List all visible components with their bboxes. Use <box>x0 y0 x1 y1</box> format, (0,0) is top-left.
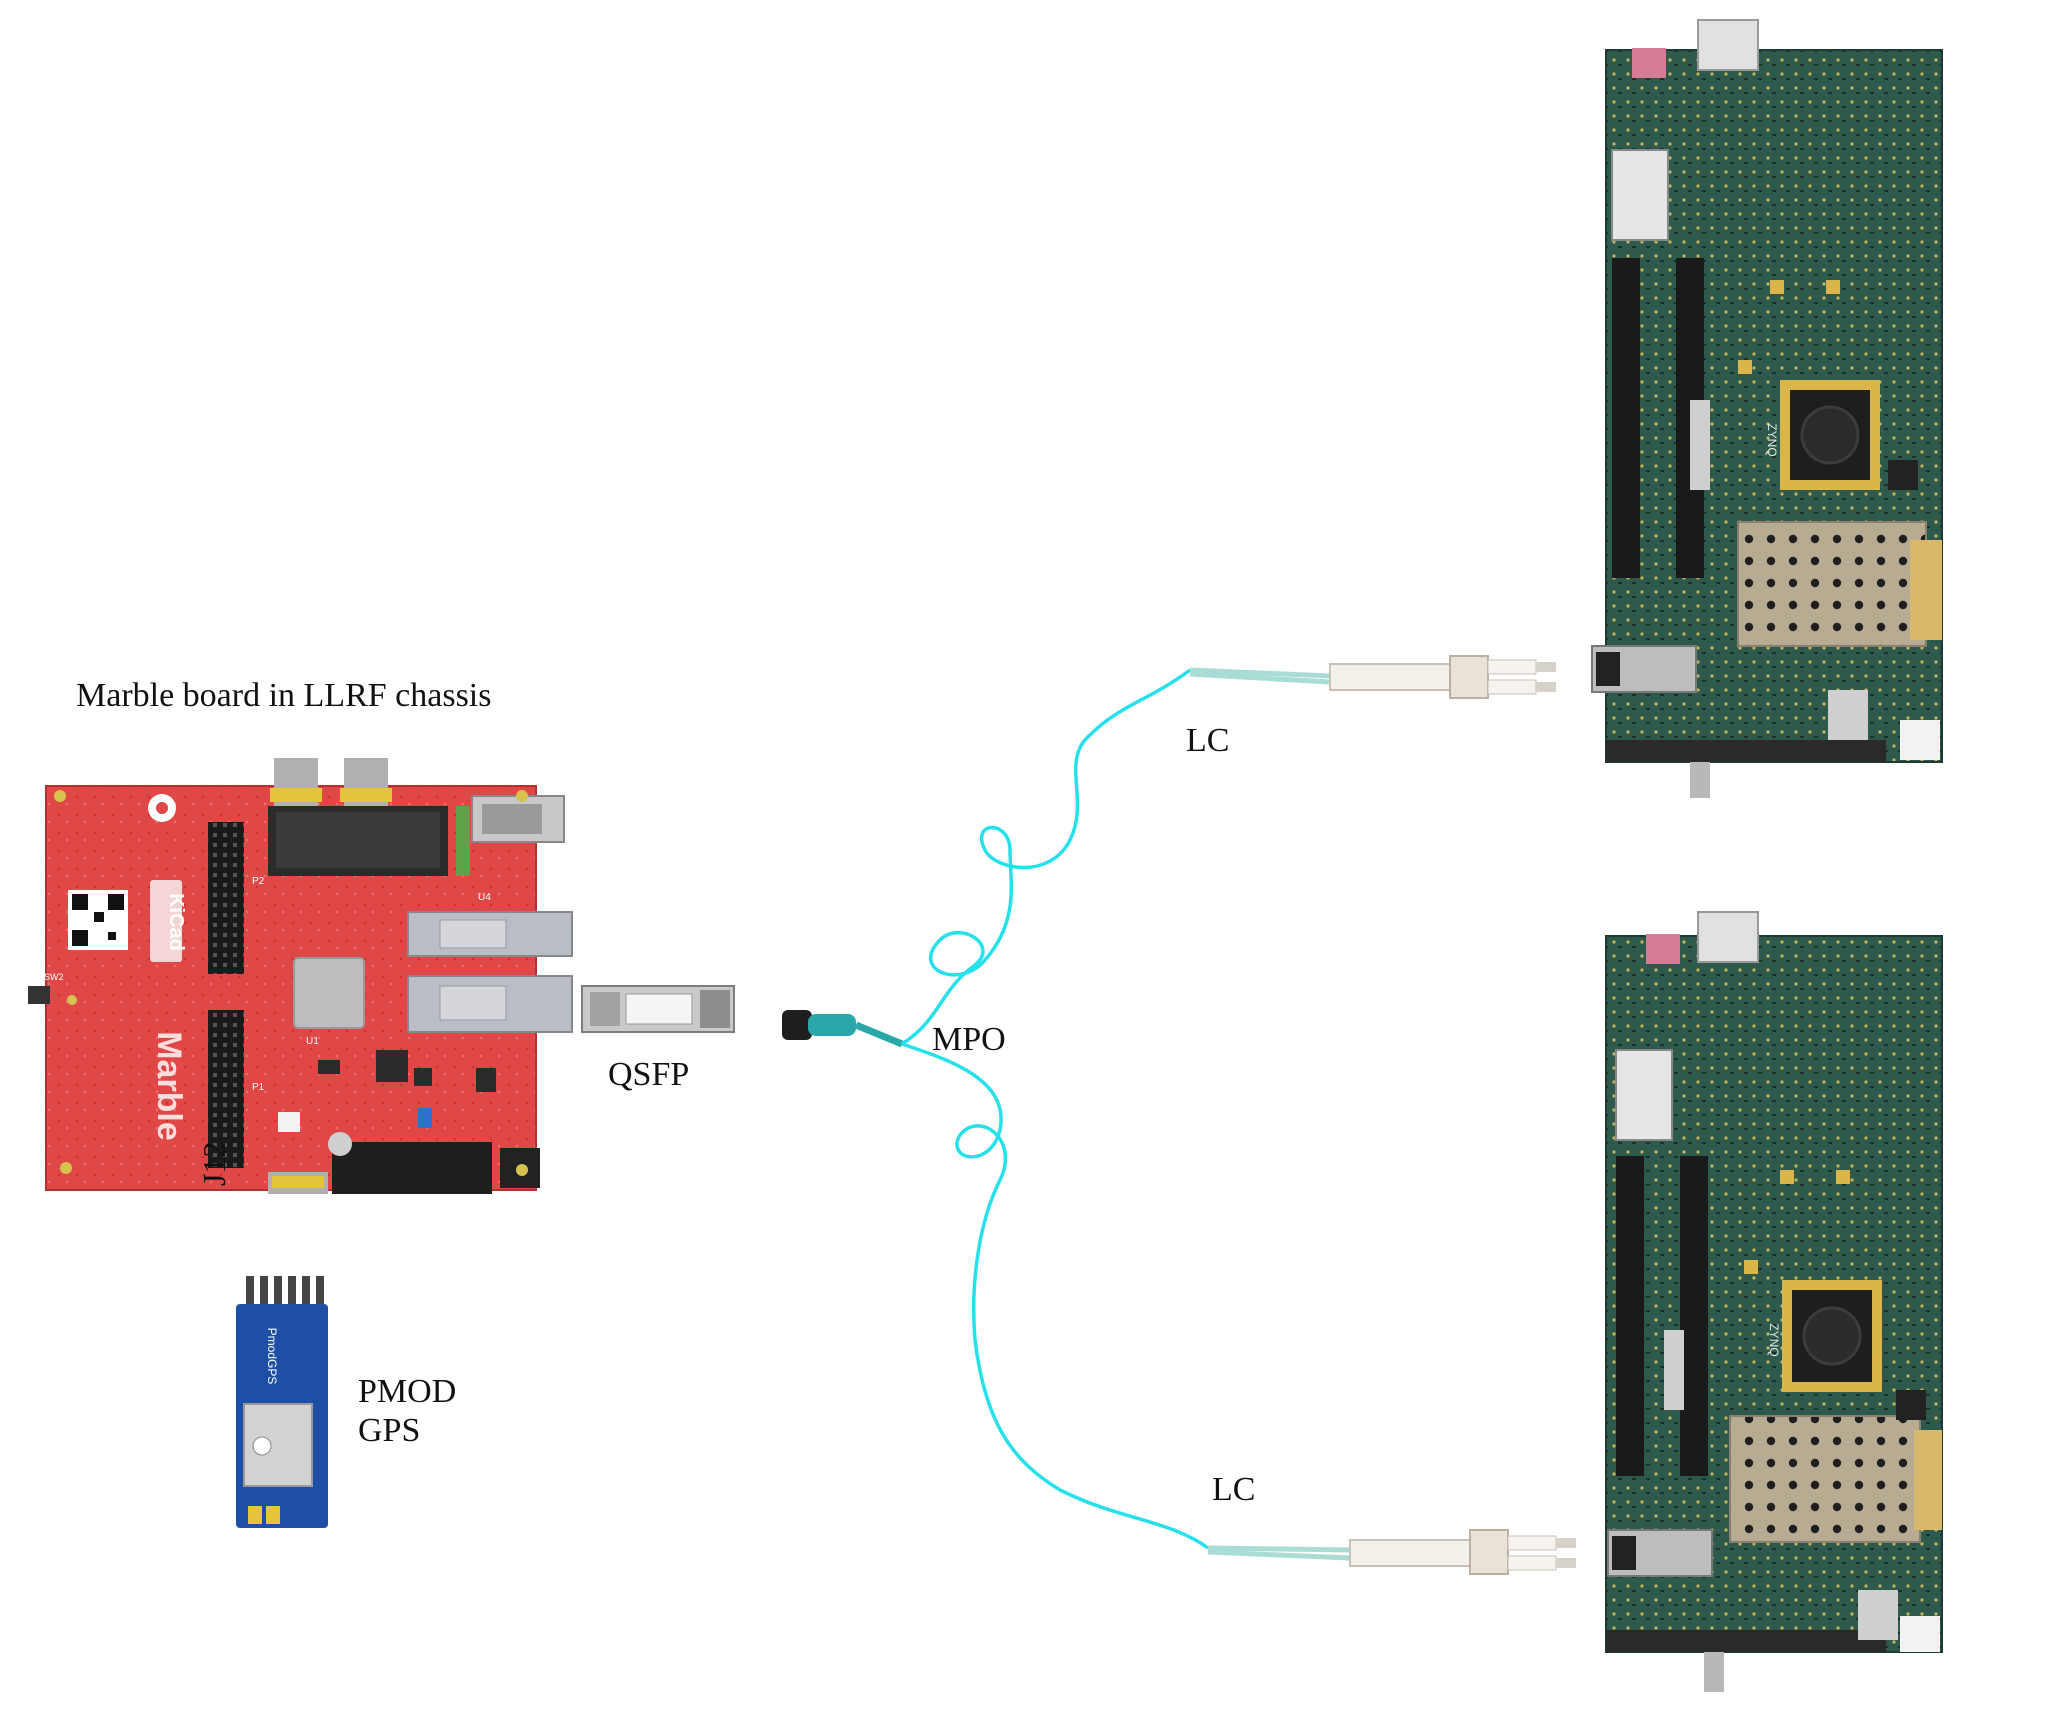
fpga-board-bottom: ZYNQ <box>1605 911 1943 1692</box>
lc-bottom-label: LC <box>1212 1471 1256 1508</box>
fiber-to-top-lc <box>901 668 1192 1046</box>
marble-board-title-label: Marble board in LLRF chassis <box>76 677 492 714</box>
marble-silkscreen-label: Marble <box>150 1031 188 1141</box>
mpo-label: MPO <box>932 1021 1006 1058</box>
fiber-to-bottom-lc <box>901 1042 1210 1550</box>
mpo-connector <box>782 1010 904 1048</box>
zynq-silkscreen-top: ZYNQ <box>1765 423 1779 456</box>
sw2-silkscreen-label: SW2 <box>44 972 64 982</box>
fpga-board-top: ZYNQ <box>1591 19 1943 798</box>
u4-silkscreen-label: U4 <box>478 892 491 903</box>
pmodgps-silkscreen-label: PmodGPS <box>265 1328 279 1385</box>
lc-connector-top <box>1189 655 1556 699</box>
p2-silkscreen-label: P2 <box>252 876 265 887</box>
qsfp-transceiver <box>581 985 735 1033</box>
pmod-gps-label: PMOD GPS <box>358 1373 457 1450</box>
zynq-silkscreen-bottom: ZYNQ <box>1767 1323 1781 1356</box>
p1-silkscreen-label: P1 <box>252 1082 265 1093</box>
marble-board: Marble KiCad P2 P1 U1 U4 SW2 <box>28 758 573 1194</box>
qsfp-label: QSFP <box>608 1056 690 1093</box>
j12-label: J12 <box>196 1141 232 1186</box>
kicad-silkscreen-label: KiCad <box>165 893 187 951</box>
lc-connector-bottom <box>1207 1529 1576 1575</box>
lc-top-label: LC <box>1186 722 1230 759</box>
pmod-gps-module: PmodGPS <box>236 1276 328 1528</box>
u1-silkscreen-label: U1 <box>306 1036 319 1047</box>
